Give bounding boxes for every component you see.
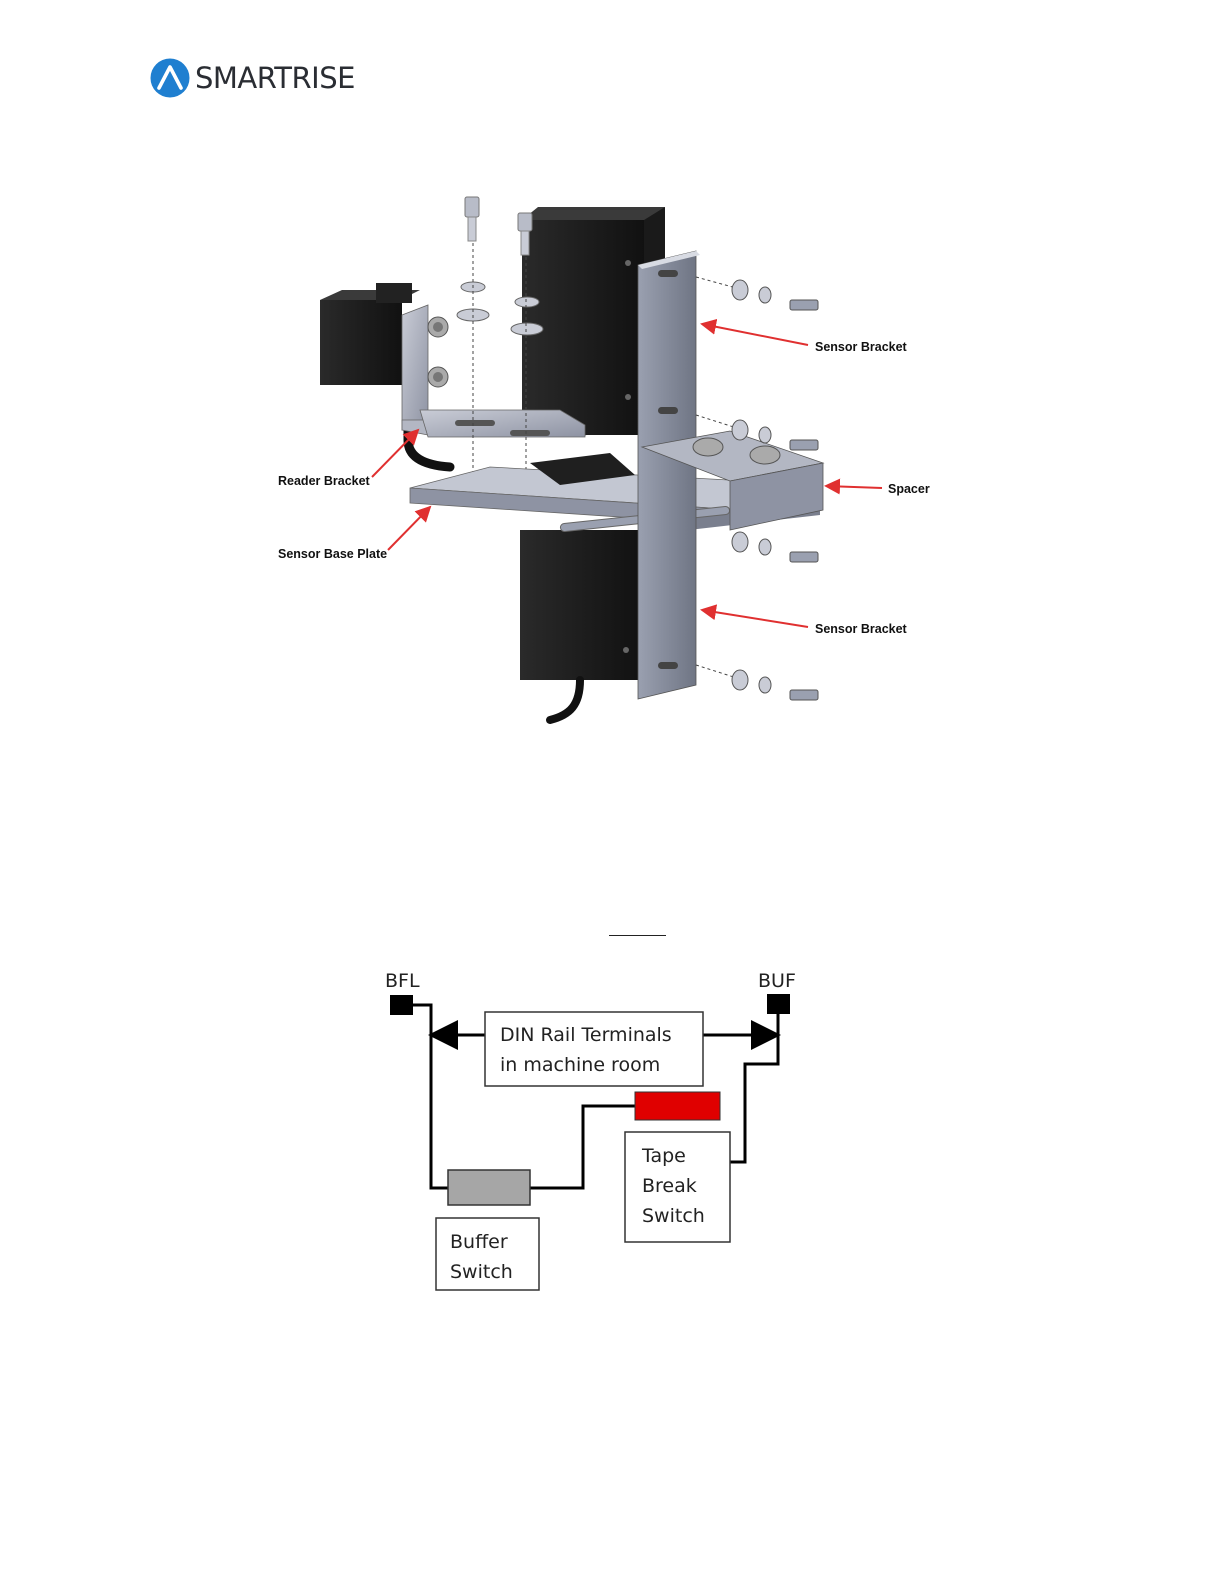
label-reader-bracket: Reader Bracket — [278, 474, 371, 488]
din-rail-line1: DIN Rail Terminals — [500, 1024, 672, 1046]
tape-break-switch-block — [635, 1092, 720, 1120]
callout-sensor-base-plate: Sensor Base Plate — [278, 507, 430, 561]
label-spacer: Spacer — [888, 482, 930, 496]
buffer-switch-block — [448, 1170, 530, 1205]
brand-name: SMARTRISE — [195, 61, 355, 95]
tape-break-line2: Break — [642, 1175, 697, 1197]
label-sensor-base-plate: Sensor Base Plate — [278, 547, 387, 561]
sensor-bracket-vertical — [638, 251, 700, 699]
callout-sensor-bracket-top: Sensor Bracket — [702, 324, 908, 354]
caption-underline — [609, 935, 666, 936]
callout-sensor-bracket-bottom: Sensor Bracket — [702, 610, 908, 636]
tape-break-line1: Tape — [641, 1145, 686, 1167]
tape-break-line3: Switch — [642, 1205, 705, 1227]
label-sensor-bracket-top: Sensor Bracket — [815, 340, 908, 354]
wiring-diagram: BFL BUF DIN Rail Terminals in machine ro… — [370, 960, 830, 1300]
callout-spacer: Spacer — [826, 482, 930, 496]
company-logo: SMARTRISE — [150, 56, 360, 100]
buffer-switch-line1: Buffer — [450, 1231, 508, 1253]
callout-reader-bracket: Reader Bracket — [278, 430, 418, 488]
din-rail-line2: in machine room — [500, 1054, 660, 1076]
terminal-buf — [767, 994, 790, 1014]
din-rail-box: DIN Rail Terminals in machine room — [485, 1012, 703, 1086]
tape-break-box: Tape Break Switch — [625, 1132, 730, 1242]
terminal-bfl-label: BFL — [385, 970, 420, 992]
terminal-bfl — [390, 995, 413, 1015]
smartrise-logo-icon — [150, 58, 190, 98]
buffer-switch-line2: Switch — [450, 1261, 513, 1283]
sensor-assembly-figure: Sensor Bracket Spacer Reader Bracket Sen… — [260, 185, 960, 745]
buffer-switch-box: Buffer Switch — [436, 1218, 539, 1290]
label-sensor-bracket-bottom: Sensor Bracket — [815, 622, 908, 636]
terminal-buf-label: BUF — [758, 970, 796, 992]
